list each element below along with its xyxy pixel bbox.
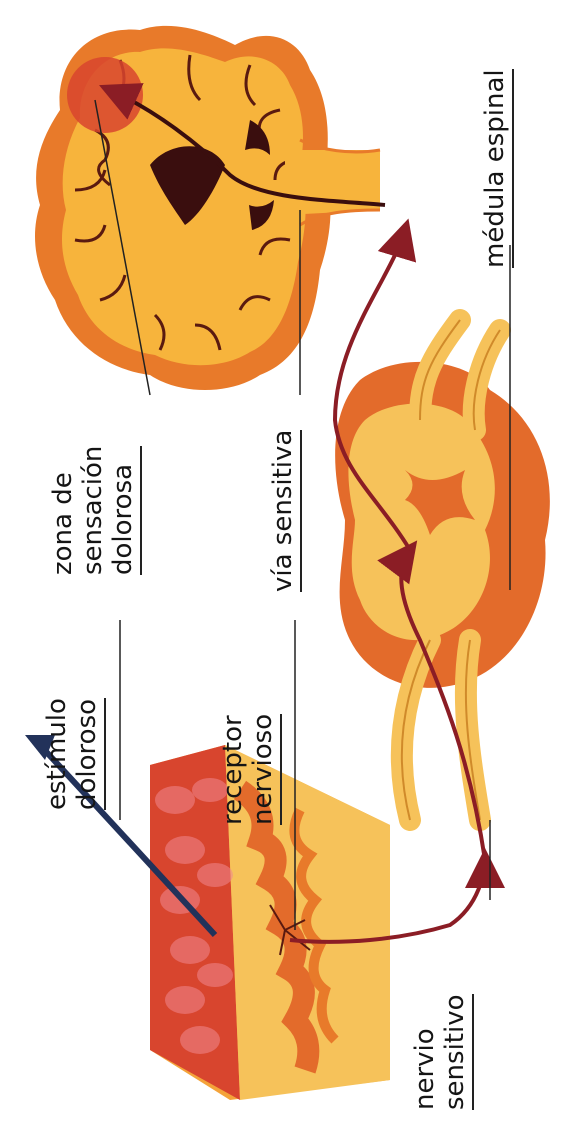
label-via-text: vía sensitiva	[268, 430, 302, 592]
label-zona-line1: zona de	[48, 446, 78, 575]
label-receptor-nervioso: receptor nervioso	[218, 714, 282, 825]
label-estimulo-line2: doloroso	[72, 698, 106, 810]
label-receptor-line2: nervioso	[248, 714, 282, 825]
label-nervio-line1: nervio	[410, 994, 440, 1110]
label-estimulo-doloroso: estímulo doloroso	[42, 698, 106, 810]
spinal-cord-section	[335, 320, 550, 820]
label-receptor-line1: receptor	[218, 714, 248, 825]
label-medula-espinal: médula espinal	[480, 69, 514, 268]
brain-section	[35, 26, 380, 390]
label-zona-sensacion: zona de sensación dolorosa	[48, 446, 142, 575]
label-nervio-sensitivo: nervio sensitivo	[410, 994, 474, 1110]
label-estimulo-line1: estímulo	[42, 698, 72, 810]
label-nervio-line2: sensitivo	[440, 994, 474, 1110]
label-zona-line2: sensación	[78, 446, 108, 575]
label-via-sensitiva: vía sensitiva	[268, 430, 302, 592]
label-zona-line3: dolorosa	[108, 446, 142, 575]
label-medula-text: médula espinal	[480, 69, 514, 268]
